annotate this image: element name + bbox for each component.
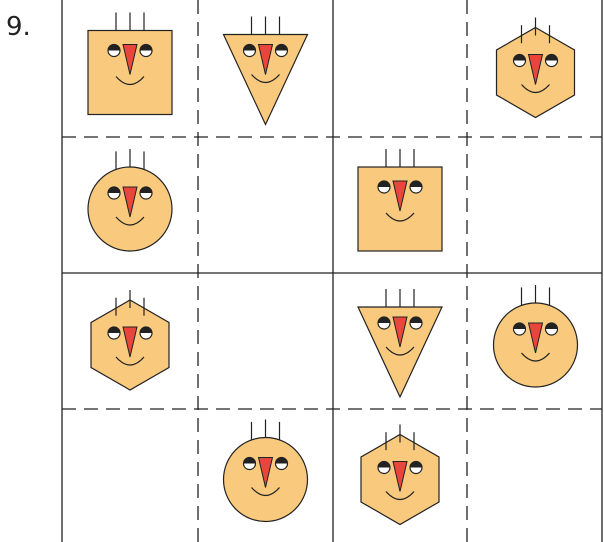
hexagon-face (91, 290, 169, 390)
triangle-face (224, 17, 308, 125)
hexagon-face (497, 18, 575, 118)
triangle-face (358, 289, 442, 397)
square-face (358, 149, 442, 251)
circle-face (494, 285, 578, 387)
circle-face (88, 149, 172, 251)
hexagon-face (361, 425, 439, 525)
square-face (88, 13, 172, 115)
circle-face (224, 420, 308, 522)
problem-number: 9. (6, 12, 31, 42)
